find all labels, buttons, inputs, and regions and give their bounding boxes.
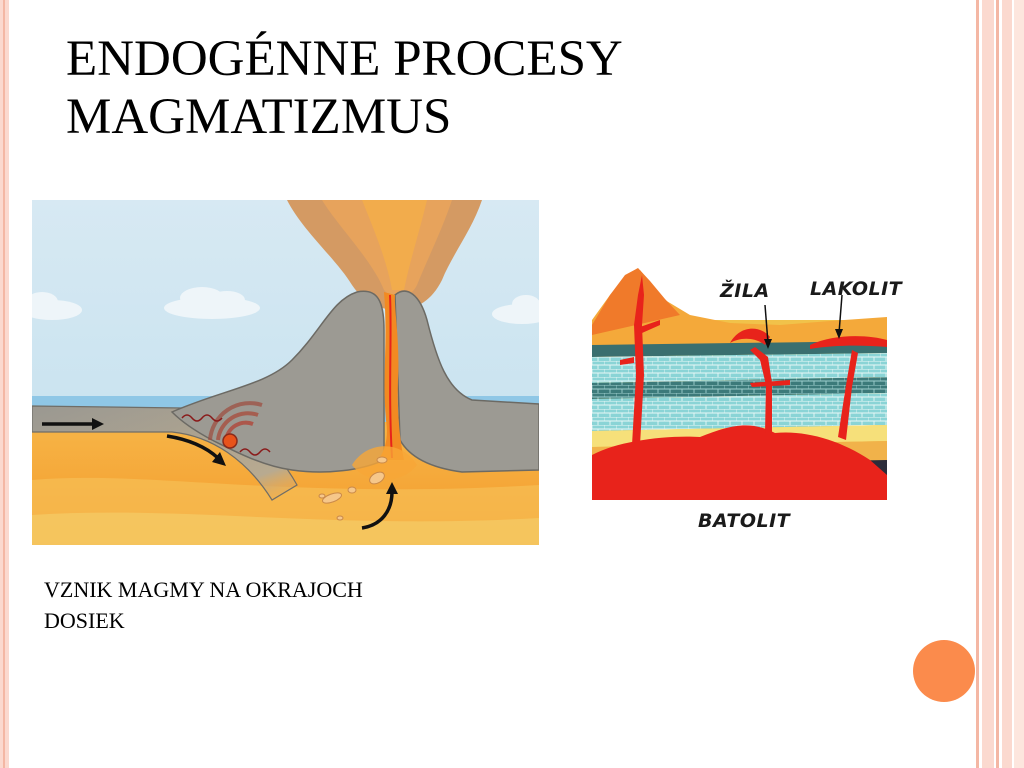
earthquake-focus [181, 401, 271, 456]
mountain [592, 268, 680, 335]
accent-circle [913, 640, 975, 702]
right-frame-stripes [976, 0, 1024, 768]
plate-motion-arrows [42, 418, 398, 530]
intrusions [592, 275, 887, 500]
title-line-2: MAGMATIZMUS [66, 89, 452, 145]
caption-line-1: VZNIK MAGMY NA OKRAJOCH [44, 577, 363, 602]
label-zila: ŽILA [719, 279, 770, 302]
magmatic-bodies-diagram: ŽILA LAKOLIT BATOLIT [592, 268, 904, 532]
ash-plume [287, 200, 482, 310]
figure-caption: VZNIK MAGMY NA OKRAJOCH DOSIEK [44, 574, 484, 636]
label-pointers [764, 294, 843, 349]
label-lakolit: LAKOLIT [810, 278, 904, 300]
slide-title: ENDOGÉNNE PROCESY MAGMATIZMUS [66, 30, 866, 146]
label-batolit: BATOLIT [698, 510, 792, 532]
subduction-volcano-illustration [32, 200, 539, 545]
caption-line-2: DOSIEK [44, 608, 125, 633]
left-frame-border [0, 0, 9, 768]
title-line-1: ENDOGÉNNE PROCESY [66, 31, 623, 87]
magma-blobs [318, 456, 388, 521]
clouds [32, 287, 539, 324]
